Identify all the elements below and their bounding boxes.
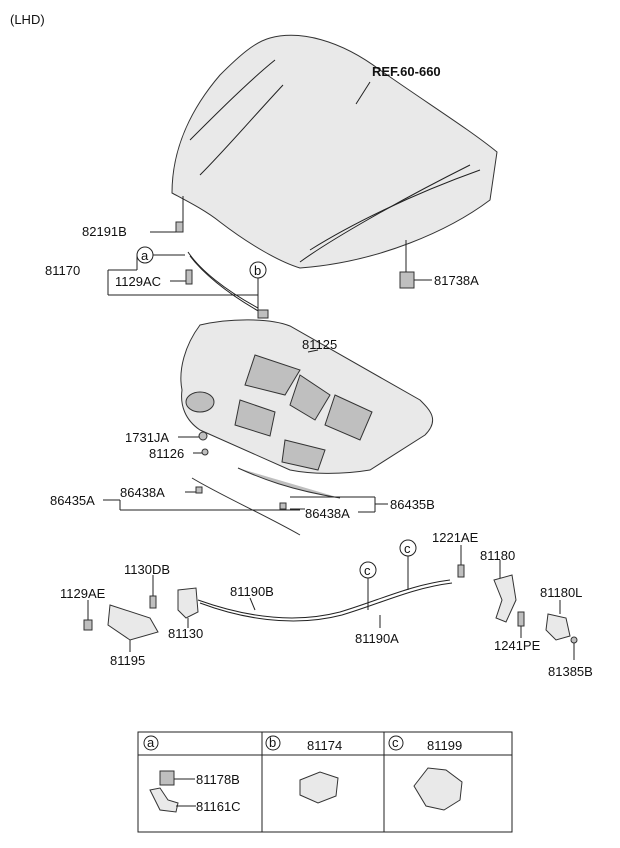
callout-c1-letter: c	[364, 563, 371, 578]
legend-c-part: 81199	[427, 738, 462, 753]
bolt-1130db-icon	[149, 595, 157, 609]
variant-label: (LHD)	[10, 12, 45, 27]
bracket-81161c-icon	[149, 787, 179, 813]
label-81385b: 81385B	[548, 664, 593, 679]
label-1241pe: 1241PE	[494, 638, 541, 653]
reference-label: REF.60-660	[372, 64, 441, 79]
label-81190a: 81190A	[355, 631, 399, 646]
bumper-82191b-icon	[175, 221, 184, 233]
callout-b-letter: b	[254, 263, 261, 278]
label-1221ae: 1221AE	[432, 530, 479, 545]
bolt-1241pe-icon	[517, 611, 525, 627]
bolt-1129ae-icon	[83, 619, 93, 631]
label-81130: 81130	[168, 626, 203, 641]
legend-c-letter: c	[392, 735, 399, 750]
clip-81174-icon	[257, 309, 269, 319]
cable-81190	[197, 579, 451, 619]
label-1731ja: 1731JA	[125, 430, 169, 445]
hood-panel	[171, 34, 498, 269]
label-1129ae: 1129AE	[60, 586, 106, 601]
label-82191b: 82191B	[82, 224, 127, 239]
clip-86438a-left-icon	[195, 486, 203, 494]
label-81195: 81195	[110, 653, 145, 668]
bolt-1221ae-icon	[457, 564, 465, 578]
clip-81126-icon	[201, 448, 209, 456]
legend-a-part1: 81178B	[196, 772, 240, 787]
label-86435b: 86435B	[390, 497, 435, 512]
clip-81174-legend-icon	[299, 771, 339, 804]
legend-table: a 81178B 81161C b 81174 c 81199	[137, 731, 513, 833]
clip-86438a-right-icon	[279, 502, 287, 510]
legend-b-letter: b	[269, 735, 276, 750]
legend-b-part: 81174	[307, 738, 342, 753]
legend-c-circle	[388, 735, 404, 751]
bumper-81738a-icon	[399, 271, 415, 289]
label-81126: 81126	[149, 446, 184, 461]
latch-81130-icon	[177, 587, 199, 619]
label-81738a: 81738A	[434, 273, 479, 288]
label-81180l: 81180L	[540, 585, 582, 600]
label-81125: 81125	[302, 337, 337, 352]
callout-c2-letter: c	[404, 541, 411, 556]
legend-b-circle	[265, 735, 281, 751]
weatherstrip-86435b	[237, 467, 341, 499]
weatherstrip-86435a	[191, 477, 301, 536]
nut-81385b-icon	[570, 636, 578, 644]
label-86438a-left: 86438A	[120, 485, 165, 500]
clip-81178b-icon	[159, 770, 175, 786]
label-1129ac: 1129AC	[115, 274, 161, 289]
label-81190b: 81190B	[230, 584, 274, 599]
label-86435a: 86435A	[50, 493, 95, 508]
clip-81199-legend-icon	[413, 767, 463, 811]
ref-leader	[355, 81, 371, 105]
label-86438a-right: 86438A	[305, 506, 350, 521]
callout-a-letter: a	[141, 248, 149, 263]
bolt-1129ac-icon	[185, 269, 193, 285]
legend-a-part2: 81161C	[196, 799, 241, 814]
label-81170: 81170	[45, 263, 80, 278]
grommet-1731ja-icon	[198, 431, 208, 441]
legend-a-circle	[143, 735, 159, 751]
lever-81180l-icon	[545, 613, 571, 641]
label-1130db: 1130DB	[124, 562, 170, 577]
label-81180: 81180	[480, 548, 515, 563]
insulator-pad-81125	[180, 319, 434, 474]
bracket-81195-icon	[107, 604, 159, 641]
handle-81180-icon	[493, 574, 517, 623]
legend-a-letter: a	[147, 735, 155, 750]
